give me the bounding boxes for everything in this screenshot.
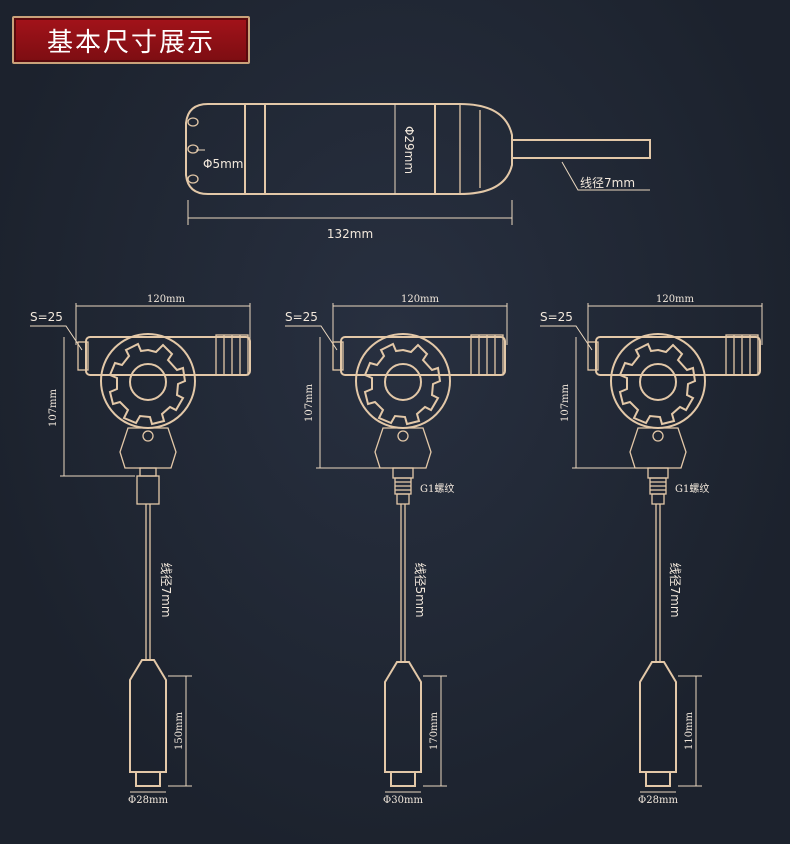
transmitter-2: 120mm S=25 107mm G1螺纹 线径5mm 170mm Φ3 — [285, 294, 508, 806]
diameter-label: Φ29mm — [402, 126, 416, 174]
housing-window — [384, 363, 422, 401]
side-cap — [587, 341, 599, 371]
thread-label: G1螺纹 — [675, 482, 709, 495]
connector-nut — [651, 493, 665, 505]
wrench-leader — [30, 325, 83, 351]
probe-length-label: 170mm — [429, 711, 440, 750]
wrench-label: S=25 — [285, 310, 318, 324]
banner-title: 基本尺寸展示 — [46, 27, 215, 58]
width-label: 120mm — [656, 294, 695, 305]
probe-tip — [645, 771, 671, 787]
housing-outer — [610, 333, 706, 429]
housing-cover — [618, 342, 697, 426]
housing-window — [639, 363, 677, 401]
connector — [139, 467, 157, 477]
probe-body — [129, 659, 167, 773]
hole-label: Φ5mm — [203, 157, 243, 171]
probe-hole — [187, 144, 199, 154]
neck-hole — [142, 430, 154, 442]
neck-hole — [397, 430, 409, 442]
housing-block — [340, 336, 506, 376]
connector — [647, 467, 669, 479]
probe-tip — [135, 771, 161, 787]
cable-label: 线径7mm — [580, 176, 635, 190]
cable-leader — [561, 161, 650, 191]
connector-nut — [396, 493, 410, 505]
height-label: 107mm — [304, 383, 315, 422]
neck-hole — [652, 430, 664, 442]
housing-neck — [629, 427, 687, 469]
probe-diameter-label: Φ28mm — [128, 795, 168, 806]
wrench-label: S=25 — [30, 310, 63, 324]
housing-outer — [355, 333, 451, 429]
height-label: 107mm — [48, 388, 59, 427]
probe-tip — [390, 771, 416, 787]
probe-diameter-label: Φ28mm — [638, 795, 678, 806]
transmitter-3: 120mm S=25 107mm G1螺纹 线径7mm 110mm Φ2 — [540, 294, 763, 806]
probe-hole — [187, 117, 199, 127]
housing-block — [85, 336, 251, 376]
housing-outer — [100, 333, 196, 429]
side-cap — [332, 341, 344, 371]
thread-label: G1螺纹 — [420, 482, 454, 495]
title-banner: 基本尺寸展示 — [12, 16, 250, 64]
probe-ring — [244, 103, 266, 195]
housing-window — [129, 363, 167, 401]
wrench-label: S=25 — [540, 310, 573, 324]
connector — [392, 467, 414, 479]
transmitter-1: 120mm S=25 107mm 线径7mm 150mm Φ28mm — [30, 294, 251, 806]
probe-boot — [434, 103, 513, 195]
height-label: 107mm — [560, 383, 571, 422]
probe-diameter-label: Φ30mm — [383, 795, 423, 806]
cable-label: 线径7mm — [159, 562, 173, 617]
cable-label: 线径7mm — [668, 562, 682, 617]
probe-body — [384, 661, 422, 773]
probe-length-label: 150mm — [174, 711, 185, 750]
wrench-leader — [285, 325, 338, 351]
width-label: 120mm — [401, 294, 440, 305]
length-label: 132mm — [327, 227, 373, 241]
probe-body — [639, 661, 677, 773]
width-label: 120mm — [147, 294, 186, 305]
probe-cable — [512, 139, 651, 159]
cable-label: 线径5mm — [413, 562, 427, 617]
housing-block — [595, 336, 761, 376]
wrench-leader — [540, 325, 593, 351]
side-cap — [77, 341, 89, 371]
probe-cap — [185, 103, 246, 195]
top-probe: Φ29mm Φ5mm 132mm 线径7mm — [185, 103, 651, 241]
housing-neck — [374, 427, 432, 469]
housing-cover — [363, 342, 442, 426]
probe-hole — [187, 174, 199, 184]
connector-nut — [136, 475, 160, 505]
housing-cover — [108, 342, 187, 426]
housing-neck — [119, 427, 177, 469]
probe-length-label: 110mm — [684, 711, 695, 750]
